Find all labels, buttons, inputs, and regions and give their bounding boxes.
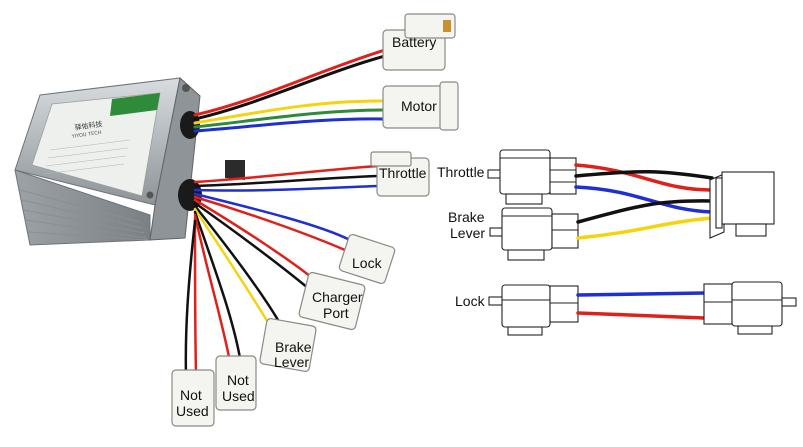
- not-used-b-label-line1: Not: [227, 372, 249, 388]
- schematic-throttle-label: Throttle: [437, 164, 485, 180]
- screw-icon: [146, 191, 154, 199]
- motor-connector: Motor: [382, 81, 459, 131]
- schematic-lock: Lock: [455, 281, 797, 336]
- not-used-connector-b: Not Used: [215, 355, 257, 411]
- controller-brand-text: YIYOU TECH: [70, 130, 102, 140]
- not-used-a-label-line1: Not: [180, 387, 202, 403]
- throttle-label: Throttle: [379, 165, 427, 181]
- lock-connector: Lock: [338, 233, 396, 285]
- screw-icon: [182, 84, 190, 92]
- battery-label: Battery: [392, 34, 436, 50]
- throttle-plug: [487, 149, 577, 205]
- brake-label-line2: Lever: [274, 354, 309, 370]
- charger-label-line1: Charger: [312, 289, 363, 305]
- charger-port-connector: Charger Port: [298, 271, 366, 331]
- not-used-a-label-line2: Used: [176, 403, 209, 419]
- lock-plug-right: [703, 281, 797, 335]
- throttle-connector: Throttle: [370, 151, 430, 197]
- schematic-throttle-brake: Throttle Brake Lever: [437, 149, 775, 261]
- charger-label-line2: Port: [323, 305, 349, 321]
- upper-wire-bundle: [193, 48, 387, 133]
- lock-label: Lock: [352, 255, 383, 271]
- brake-plug: [489, 207, 579, 261]
- lock-plug-left: [488, 284, 579, 336]
- controller-box: 驿佑科技 YIYOU TECH: [14, 77, 245, 246]
- controller-receptacle: [709, 171, 775, 239]
- lower-wire-bundle: [184, 164, 380, 378]
- schematic-brake-label-line2: Lever: [450, 225, 485, 241]
- battery-connector: Battery: [382, 13, 456, 71]
- brake-lever-connector: Brake Lever: [259, 318, 317, 372]
- schematic-brake-label-line1: Brake: [448, 209, 485, 225]
- motor-label: Motor: [401, 98, 437, 114]
- brake-label-line1: Brake: [275, 339, 312, 355]
- controller-logo-text: 驿佑科技: [74, 119, 103, 132]
- not-used-connector-a: Not Used: [171, 369, 215, 427]
- schematic-lock-label: Lock: [455, 293, 486, 309]
- not-used-b-label-line2: Used: [222, 388, 255, 404]
